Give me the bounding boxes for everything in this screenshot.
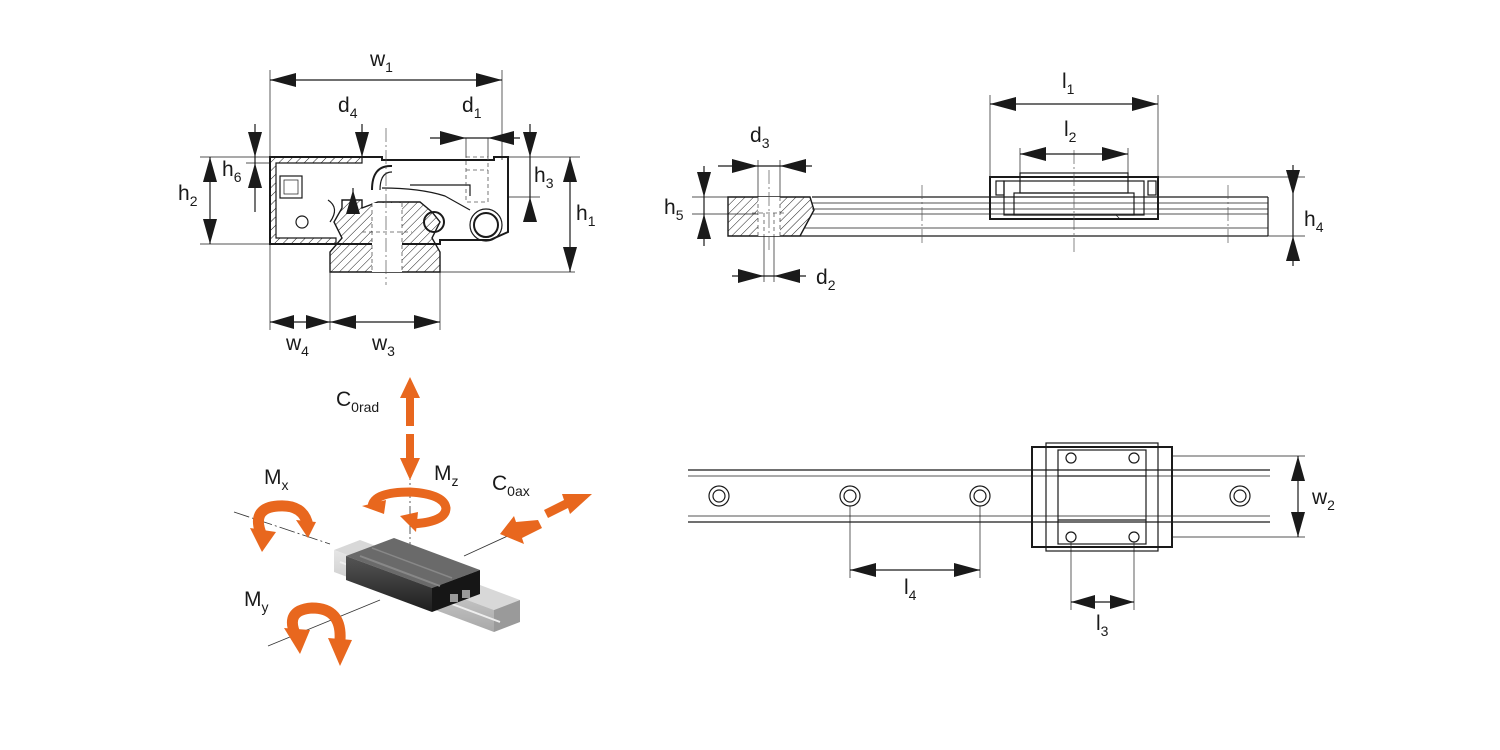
label-h6: h6: [222, 158, 242, 185]
end-seal-section: [269, 156, 363, 245]
dim-h5: h5: [664, 166, 711, 246]
label-w3: w3: [371, 332, 395, 359]
dim-w2: w2: [1291, 456, 1335, 537]
lube-hole: [295, 215, 309, 229]
dim-d4: d4: [338, 94, 369, 214]
carriage-hole: [1065, 452, 1077, 464]
rail-hole: [969, 485, 991, 507]
label-c0rad: C0rad: [336, 388, 379, 415]
rail-hole: [839, 485, 861, 507]
label-w1: w1: [369, 48, 393, 75]
label-d4: d4: [338, 94, 358, 121]
rail-hole: [708, 485, 730, 507]
c0ax-arrow: [500, 494, 592, 544]
mz-arrow: [362, 487, 451, 532]
dim-w3: w3: [330, 315, 440, 359]
dim-h3: h3: [523, 124, 554, 222]
label-w2: w2: [1311, 486, 1335, 513]
dim-w4: w4: [270, 315, 330, 359]
dim-l1: l1: [990, 70, 1158, 111]
dim-l4: l4: [850, 563, 980, 603]
dim-w1: w1: [270, 48, 502, 87]
label-l2: l2: [1064, 118, 1077, 145]
label-h4: h4: [1304, 208, 1324, 235]
label-w4: w4: [285, 332, 309, 359]
mounting-thread: [465, 156, 489, 203]
dim-h4: h4: [1286, 165, 1324, 266]
dim-h6: h6: [222, 124, 270, 212]
load-diagram: C0rad Mz C0ax Mx My: [233, 377, 592, 666]
label-h5: h5: [664, 196, 684, 223]
label-mx: Mx: [264, 466, 289, 493]
ball-return: [473, 212, 499, 238]
dim-l2: l2: [1020, 118, 1128, 161]
c0rad-arrow: [400, 377, 420, 480]
dim-h2: h2: [178, 157, 217, 244]
dim-h1: h1: [563, 157, 596, 272]
rail-bore: [372, 203, 402, 272]
dim-d2: d2: [732, 266, 836, 293]
carriage-hole: [1128, 531, 1140, 543]
label-d3: d3: [750, 124, 770, 151]
label-h1: h1: [576, 202, 596, 229]
label-h2: h2: [178, 182, 198, 209]
dim-l3: l3: [1071, 595, 1134, 639]
side-view: l1 l2 d3 h5 d2: [664, 70, 1324, 293]
label-my: My: [244, 588, 269, 615]
top-view: w2 l4 l3: [688, 442, 1335, 639]
rail-hole: [1229, 485, 1251, 507]
carriage-hole: [1128, 452, 1140, 464]
cross-section-view: w1 d4 d1 h6 h2: [178, 48, 596, 359]
carriage-product: [346, 538, 480, 612]
label-c0ax: C0ax: [492, 472, 530, 499]
carriage-top: [1031, 446, 1173, 548]
label-h3: h3: [534, 164, 554, 191]
carriage-hole: [1065, 531, 1077, 543]
label-mz: Mz: [434, 462, 459, 489]
seal-slot: [279, 175, 303, 199]
my-arrow: [284, 602, 352, 666]
label-l4: l4: [904, 576, 917, 603]
label-l3: l3: [1096, 612, 1109, 639]
label-d2: d2: [816, 266, 836, 293]
dim-d3: d3: [718, 124, 812, 173]
dim-d1: d1: [430, 94, 520, 145]
mx-arrow: [250, 500, 316, 552]
ball-right: [423, 211, 445, 233]
label-l1: l1: [1062, 70, 1075, 97]
label-d1: d1: [462, 94, 482, 121]
